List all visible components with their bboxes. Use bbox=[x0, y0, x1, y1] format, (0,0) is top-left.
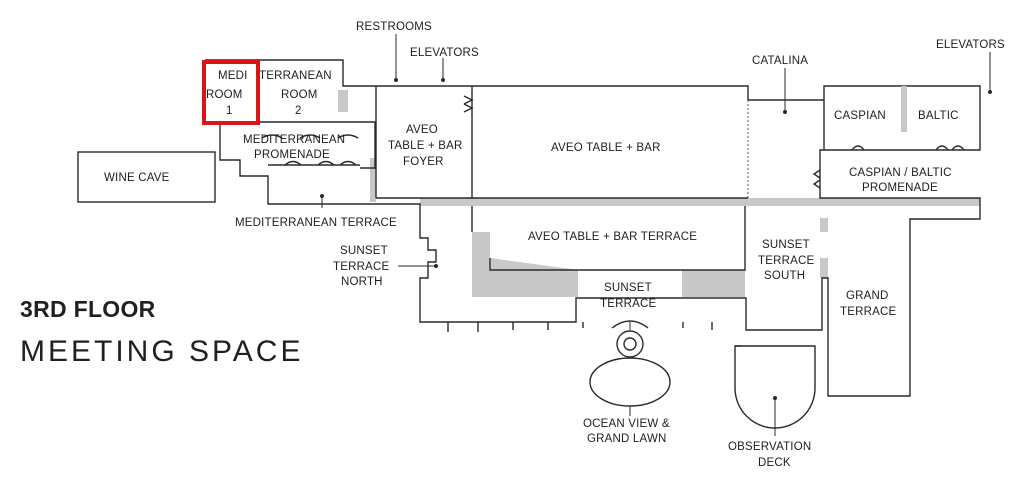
label-aveo-foyer-a: AVEO bbox=[406, 124, 438, 136]
floor-title: 3RD FLOOR bbox=[20, 296, 156, 322]
label-caspian-baltic-b: PROMENADE bbox=[862, 182, 938, 194]
label-med-room2-a: TERRANEAN bbox=[259, 70, 332, 82]
label-sunset-terrace-b: TERRACE bbox=[600, 298, 656, 310]
terrace-shading bbox=[338, 90, 980, 297]
label-med-room2-c: 2 bbox=[295, 105, 302, 117]
label-sunset-south-b: TERRACE bbox=[758, 255, 814, 267]
label-aveo-foyer-b: TABLE + BAR bbox=[388, 140, 463, 152]
label-med-promenade-a: MEDITERRANEAN bbox=[243, 134, 345, 146]
label-catalina: CATALINA bbox=[752, 55, 808, 67]
building-outline bbox=[219, 59, 981, 397]
label-elevators-left: ELEVATORS bbox=[410, 47, 479, 59]
label-sunset-south-a: SUNSET bbox=[762, 239, 810, 251]
label-med-terrace: MEDITERRANEAN TERRACE bbox=[235, 217, 397, 229]
label-grand-terrace-a: GRAND bbox=[846, 290, 889, 302]
label-med-room1-b: ROOM bbox=[206, 89, 243, 101]
label-aveo-terrace: AVEO TABLE + BAR TERRACE bbox=[528, 231, 697, 243]
label-wine-cave: WINE CAVE bbox=[104, 172, 170, 184]
label-caspian-baltic-a: CASPIAN / BALTIC bbox=[849, 167, 952, 179]
label-sunset-north-c: NORTH bbox=[341, 276, 383, 288]
label-med-room1-c: 1 bbox=[226, 105, 233, 117]
wine-cave-room[interactable] bbox=[77, 151, 216, 203]
label-observation-b: DECK bbox=[758, 457, 791, 469]
label-med-room1-a: MEDI bbox=[218, 70, 248, 82]
label-observation-a: OBSERVATION bbox=[728, 441, 811, 453]
observation-deck-area[interactable] bbox=[734, 345, 816, 429]
label-baltic: BALTIC bbox=[918, 110, 959, 122]
ocean-view-lawn[interactable] bbox=[589, 357, 671, 407]
label-sunset-north-b: TERRACE bbox=[333, 261, 389, 273]
label-sunset-terrace-a: SUNSET bbox=[604, 282, 652, 294]
leader-lines bbox=[320, 34, 992, 436]
highlight-mediterranean-room-1[interactable] bbox=[202, 60, 260, 125]
label-caspian: CASPIAN bbox=[834, 110, 886, 122]
label-med-promenade-b: PROMENADE bbox=[254, 149, 330, 161]
label-aveo-foyer-c: FOYER bbox=[403, 156, 444, 168]
label-grand-terrace-b: TERRACE bbox=[840, 306, 896, 318]
room-labels: RESTROOMS ELEVATORS ELEVATORS CATALINA M… bbox=[104, 21, 1005, 469]
label-ocean-view-a: OCEAN VIEW & bbox=[583, 418, 670, 430]
label-restrooms: RESTROOMS bbox=[356, 21, 432, 33]
label-sunset-north-a: SUNSET bbox=[340, 245, 388, 257]
label-elevators-right: ELEVATORS bbox=[936, 39, 1005, 51]
label-med-room2-b: ROOM bbox=[281, 89, 318, 101]
label-aveo-table-bar: AVEO TABLE + BAR bbox=[551, 142, 661, 154]
meeting-space-title: MEETING SPACE bbox=[20, 335, 304, 368]
label-ocean-view-b: GRAND LAWN bbox=[587, 433, 667, 445]
label-sunset-south-c: SOUTH bbox=[764, 270, 805, 282]
